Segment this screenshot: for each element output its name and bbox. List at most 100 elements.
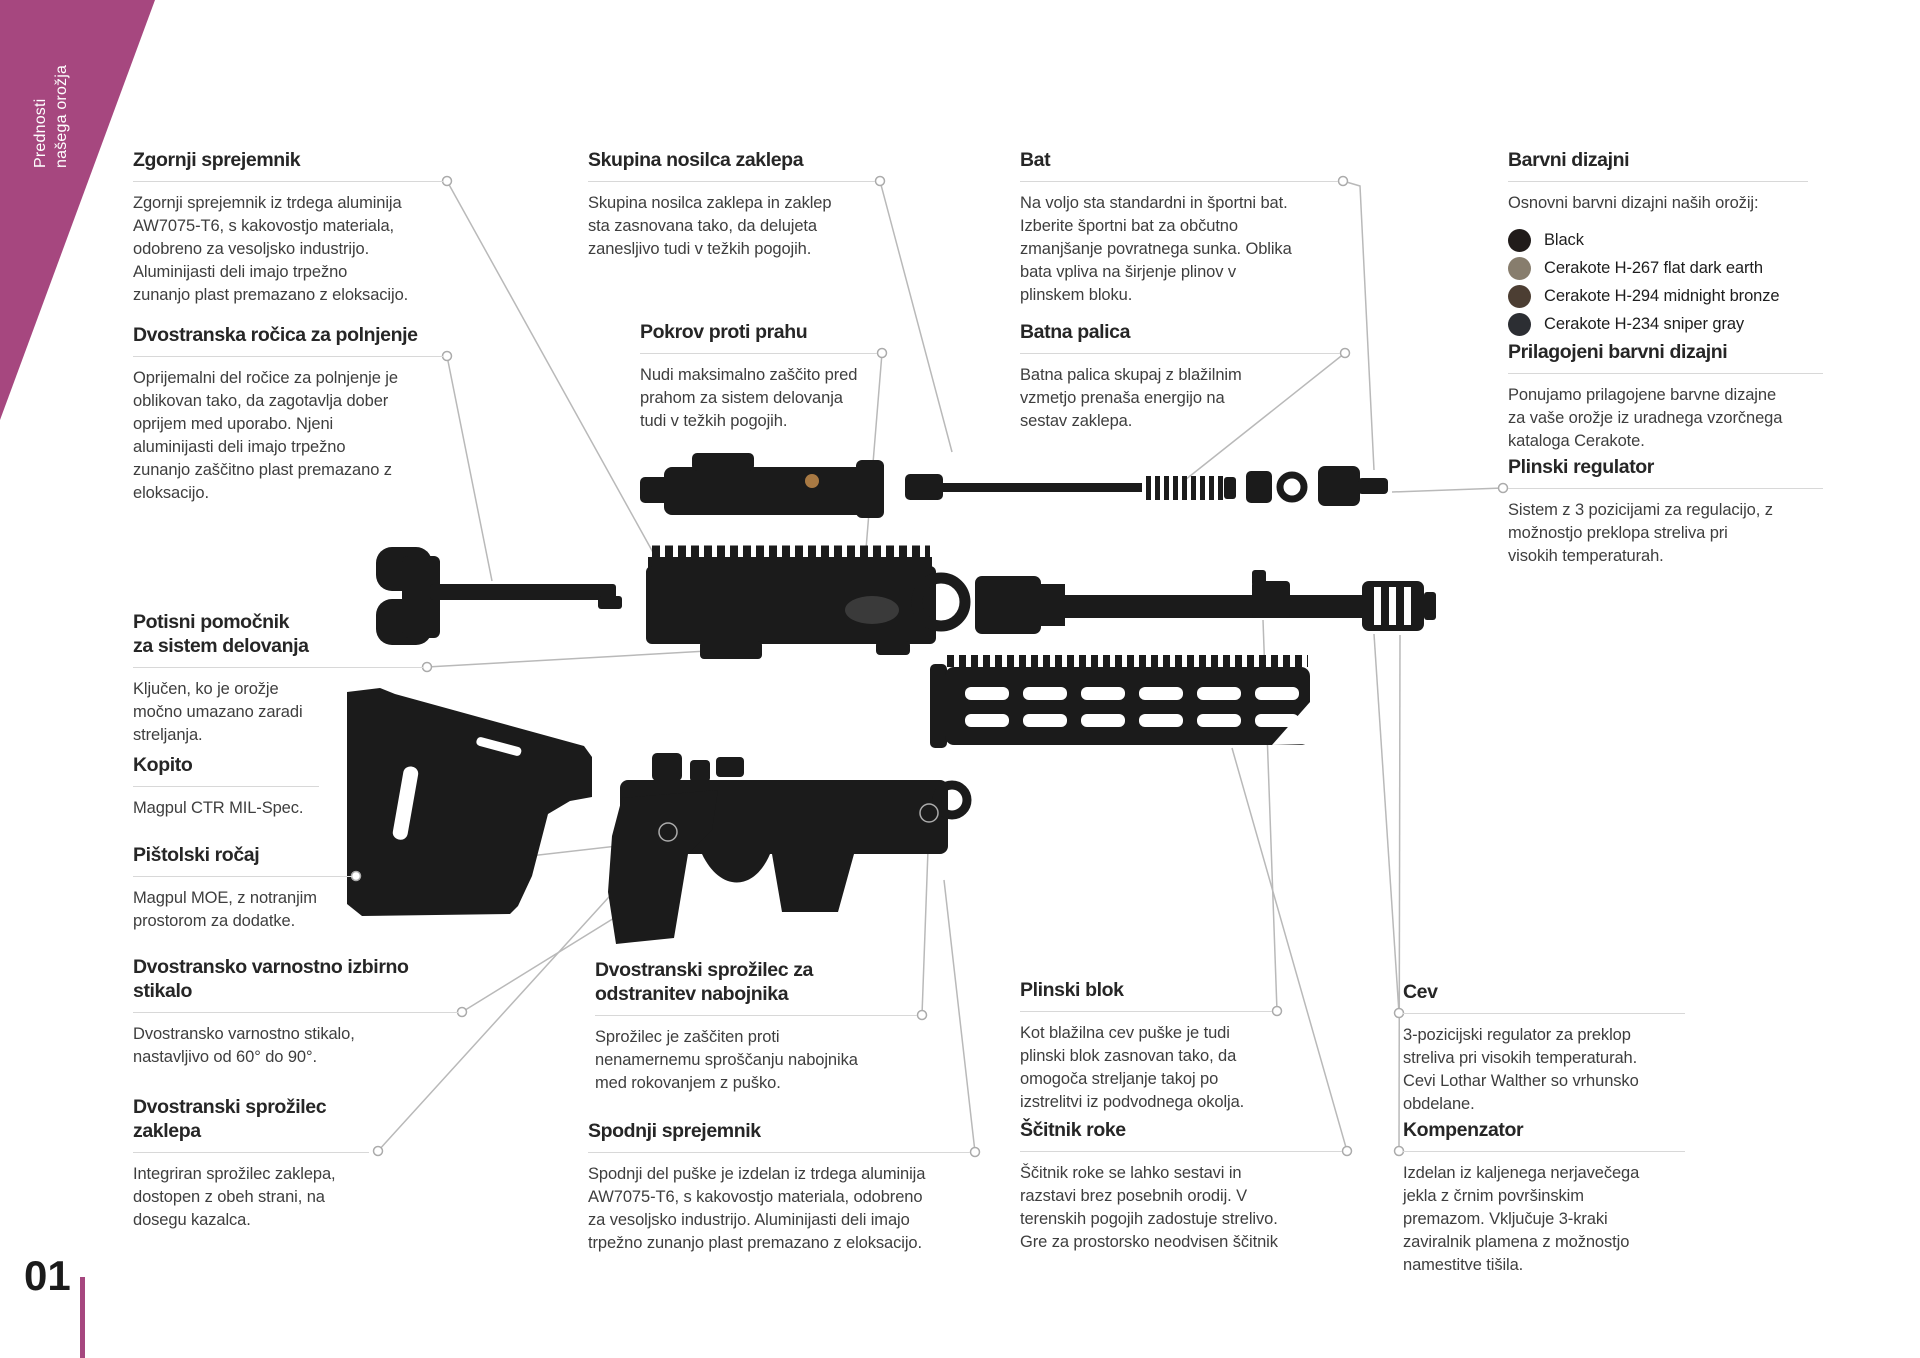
leader-upper-receiver	[446, 180, 656, 557]
section-heading: Plinski blok	[1020, 978, 1272, 1012]
section-body: Magpul MOE, z notranjim prostorom za dod…	[133, 889, 317, 930]
color-swatch-row: Cerakote H-294 midnight bronze	[1508, 285, 1808, 308]
section-body: Sistem z 3 pozicijami za regulacijo, z m…	[1508, 501, 1773, 565]
color-swatch-row: Cerakote H-234 sniper gray	[1508, 313, 1808, 336]
piston-rod-image	[905, 474, 1236, 500]
section-body: Oprijemalni del ročice za polnjenje je o…	[133, 369, 398, 502]
color-swatch	[1508, 313, 1531, 336]
section-safety-selector: Dvostransko varnostno izbirno stikalo Dv…	[133, 955, 458, 1069]
section-body: Skupina nosilca zaklepa in zaklep sta za…	[588, 194, 832, 258]
section-color-designs: Barvni dizajni Osnovni barvni dizajni na…	[1508, 148, 1808, 336]
color-swatch	[1508, 257, 1531, 280]
color-swatch-label: Cerakote H-234 sniper gray	[1544, 315, 1745, 333]
section-heading: Spodnji sprejemnik	[588, 1119, 970, 1153]
charging-handle-image	[376, 547, 622, 645]
section-piston-rod: Batna palica Batna palica skupaj z blaži…	[1020, 320, 1340, 433]
section-heading: Pištolski ročaj	[133, 843, 352, 877]
leader-gas-regulator	[1391, 487, 1504, 493]
trigger-guard-detail	[702, 854, 770, 883]
section-handguard: Ščitnik roke Ščitnik roke se lahko sesta…	[1020, 1118, 1342, 1254]
section-body: Magpul CTR MIL-Spec.	[133, 799, 304, 817]
section-heading: Bat	[1020, 148, 1338, 182]
section-heading: Kompenzator	[1403, 1118, 1685, 1152]
color-swatch-label: Cerakote H-294 midnight bronze	[1544, 287, 1780, 305]
section-body: Dvostransko varnostno stikalo, nastavlji…	[133, 1025, 355, 1066]
lower-receiver-image	[608, 753, 972, 944]
section-body: 3-pozicijski regulator za preklop streli…	[1403, 1026, 1639, 1113]
section-heading: Dvostranska ročica za polnjenje	[133, 323, 443, 357]
pistol-grip-detail	[608, 790, 718, 944]
section-heading: Kopito	[133, 753, 319, 787]
gas-block-detail	[1252, 581, 1290, 618]
section-body: Na voljo sta standardni in športni bat. …	[1020, 194, 1292, 304]
gas-regulator-parts-image	[1246, 466, 1388, 506]
leader-piston	[1338, 180, 1375, 471]
barrel-image	[975, 570, 1436, 634]
section-upper-receiver: Zgornji sprejemnik Zgornji sprejemnik iz…	[133, 148, 443, 307]
section-heading: Skupina nosilca zaklepa	[588, 148, 875, 182]
leader-lower-receiver	[943, 879, 976, 1153]
section-body: Spodnji del puške je izdelan iz trdega a…	[588, 1165, 926, 1252]
section-body: Nudi maksimalno zaščito pred prahom za s…	[640, 366, 858, 430]
color-swatch	[1508, 229, 1531, 252]
section-stock: Kopito Magpul CTR MIL-Spec.	[133, 753, 319, 820]
section-charging-handle: Dvostranska ročica za polnjenje Oprijema…	[133, 323, 443, 505]
section-body: Ponujamo prilagojene barvne dizajne za v…	[1508, 386, 1783, 450]
section-body: Batna palica skupaj z blažilnim vzmetjo …	[1020, 366, 1242, 430]
section-heading: Cev	[1403, 980, 1685, 1014]
mlok-slots-detail	[965, 687, 1310, 745]
section-heading: Ščitnik roke	[1020, 1118, 1342, 1152]
corner-wedge	[0, 0, 155, 420]
leader-safety-selector	[461, 901, 641, 1013]
section-body: Ključen, ko je orožje močno umazano zara…	[133, 680, 303, 744]
section-heading: Dvostranski sprožilec za odstranitev nab…	[595, 958, 917, 1016]
section-mag-release: Dvostranski sprožilec za odstranitev nab…	[595, 958, 917, 1095]
color-swatch-row: Cerakote H-267 flat dark earth	[1508, 257, 1808, 280]
section-bolt-carrier-group: Skupina nosilca zaklepa Skupina nosilca …	[588, 148, 875, 261]
leader-dots	[350, 175, 1509, 1158]
section-heading: Prilagojeni barvni dizajni	[1508, 340, 1823, 374]
upper-receiver-image	[646, 545, 971, 659]
section-forward-assist: Potisni pomočnik za sistem delovanja Klj…	[133, 610, 423, 747]
section-custom-colors: Prilagojeni barvni dizajni Ponujamo pril…	[1508, 340, 1823, 453]
section-body: Ščitnik roke se lahko sestavi in razstav…	[1020, 1164, 1278, 1251]
color-swatch-label: Cerakote H-267 flat dark earth	[1544, 259, 1763, 277]
section-heading: Dvostranski sprožilec zaklepa	[133, 1095, 369, 1153]
section-gas-regulator: Plinski regulator Sistem z 3 pozicijami …	[1508, 455, 1823, 568]
page-number: 01	[24, 1252, 71, 1299]
section-body: Kot blažilna cev puške je tudi plinski b…	[1020, 1024, 1245, 1111]
ejection-port-detail	[845, 596, 899, 624]
magwell-detail	[772, 854, 854, 912]
section-heading: Potisni pomočnik za sistem delovanja	[133, 610, 423, 668]
section-heading: Barvni dizajni	[1508, 148, 1808, 182]
leader-compensator	[1398, 634, 1401, 1152]
section-gas-block: Plinski blok Kot blažilna cev puške je t…	[1020, 978, 1272, 1114]
color-swatch	[1508, 285, 1531, 308]
ribbon-label: Prednosti našega orožja	[32, 64, 70, 168]
leader-barrel	[1373, 633, 1400, 1014]
section-body: Zgornji sprejemnik iz trdega aluminija A…	[133, 194, 409, 304]
section-lower-receiver: Spodnji sprejemnik Spodnji del puške je …	[588, 1119, 970, 1255]
section-barrel: Cev 3-pozicijski regulator za preklop st…	[1403, 980, 1685, 1116]
section-body: Izdelan iz kaljenega nerjavečega jekla z…	[1403, 1164, 1640, 1274]
rifle-parts	[347, 453, 1436, 944]
leader-charging-handle	[446, 355, 493, 582]
color-swatch-row: Black	[1508, 229, 1808, 252]
section-heading: Batna palica	[1020, 320, 1340, 354]
cam-pin-detail	[805, 474, 819, 488]
section-body: Osnovni barvni dizajni naših orožij:	[1508, 194, 1759, 212]
muzzle-brake-detail	[1362, 581, 1436, 631]
section-dust-cover: Pokrov proti prahu Nudi maksimalno zašči…	[640, 320, 877, 433]
handguard-image	[930, 655, 1310, 748]
section-body: Sprožilec je zaščiten proti nenamernemu …	[595, 1028, 858, 1092]
section-heading: Plinski regulator	[1508, 455, 1823, 489]
section-pistol-grip: Pištolski ročaj Magpul MOE, z notranjim …	[133, 843, 352, 933]
bolt-carrier-image	[640, 453, 884, 518]
leader-bolt-carrier	[875, 180, 953, 453]
section-compensator: Kompenzator Izdelan iz kaljenega nerjave…	[1403, 1118, 1685, 1277]
section-piston: Bat Na voljo sta standardni in športni b…	[1020, 148, 1338, 307]
color-swatch-label: Black	[1544, 231, 1584, 249]
section-bolt-release: Dvostranski sprožilec zaklepa Integriran…	[133, 1095, 369, 1232]
